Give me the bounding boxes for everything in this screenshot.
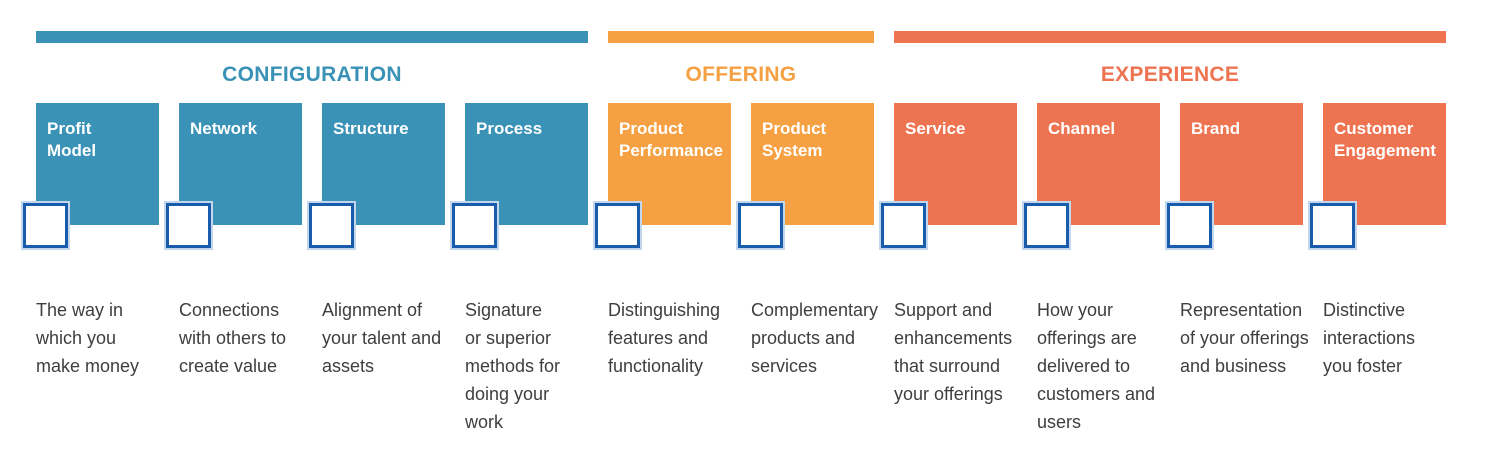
innovation-type: Structure Alignment of your talent and a… bbox=[309, 103, 445, 436]
innovation-type: Product System Complementary products an… bbox=[738, 103, 878, 380]
innovation-type-checkbox[interactable] bbox=[23, 203, 68, 248]
category-tiles: Product Performance Distinguishing featu… bbox=[595, 103, 878, 380]
innovation-type-description: Signature or superior methods for doing … bbox=[465, 300, 561, 432]
category-tiles: Service Support and enhancements that su… bbox=[881, 103, 1446, 436]
innovation-type-checkbox[interactable] bbox=[595, 203, 640, 248]
innovation-type-description: Support and enhancements that surround y… bbox=[894, 300, 1013, 404]
innovation-type-label: Customer Engagement bbox=[1334, 119, 1437, 160]
innovation-type-description: Distinctive interactions you foster bbox=[1323, 300, 1416, 376]
innovation-type: Network Connections with others to creat… bbox=[166, 103, 302, 436]
category-title: OFFERING bbox=[685, 63, 797, 86]
innovation-type-tile: Network bbox=[179, 103, 302, 225]
category-group-offering: OFFERING Product Performance Distinguish… bbox=[595, 31, 878, 436]
innovation-type-checkbox[interactable] bbox=[1024, 203, 1069, 248]
innovation-type-description: Alignment of your talent and assets bbox=[322, 300, 442, 376]
category-title: EXPERIENCE bbox=[1100, 63, 1240, 86]
innovation-type: Brand Representation of your offerings a… bbox=[1167, 103, 1309, 436]
innovation-type-description: How your offerings are delivered to cust… bbox=[1037, 300, 1156, 432]
innovation-type-checkbox[interactable] bbox=[881, 203, 926, 248]
category-bar bbox=[608, 31, 874, 43]
innovation-type-label: Product System bbox=[762, 119, 827, 160]
innovation-type-label: Product Performance bbox=[619, 119, 723, 160]
innovation-type: Service Support and enhancements that su… bbox=[881, 103, 1017, 436]
category-groups: CONFIGURATION Profit Model The way in wh… bbox=[23, 31, 1446, 436]
innovation-type-checkbox[interactable] bbox=[309, 203, 354, 248]
innovation-type-description: The way in which you make money bbox=[36, 300, 140, 376]
innovation-type-description: Distinguishing features and functionalit… bbox=[608, 300, 721, 376]
innovation-type-checkbox[interactable] bbox=[1310, 203, 1355, 248]
innovation-type: Customer Engagement Distinctive interact… bbox=[1310, 103, 1446, 436]
innovation-type: Profit Model The way in which you make m… bbox=[23, 103, 159, 436]
category-title: CONFIGURATION bbox=[222, 63, 402, 86]
innovation-type-label: Brand bbox=[1191, 119, 1241, 138]
innovation-type-label: Network bbox=[190, 119, 258, 138]
innovation-type-label: Service bbox=[905, 119, 966, 138]
innovation-type-description: Representation of your offerings and bus… bbox=[1180, 300, 1309, 376]
innovation-type: Channel How your offerings are delivered… bbox=[1024, 103, 1160, 436]
innovation-type-description: Complementary products and services bbox=[751, 300, 879, 376]
category-tiles: Profit Model The way in which you make m… bbox=[23, 103, 588, 436]
innovation-type-description: Connections with others to create value bbox=[179, 300, 287, 376]
category-bar bbox=[36, 31, 588, 43]
innovation-type-label: Channel bbox=[1048, 119, 1116, 138]
innovation-type-label: Profit Model bbox=[47, 119, 97, 160]
innovation-type-checkbox[interactable] bbox=[1167, 203, 1212, 248]
innovation-type: Process Signature or superior methods fo… bbox=[452, 103, 588, 436]
category-bar bbox=[894, 31, 1446, 43]
innovation-type-label: Structure bbox=[333, 119, 409, 138]
innovation-type: Product Performance Distinguishing featu… bbox=[595, 103, 731, 380]
innovation-type-checkbox[interactable] bbox=[166, 203, 211, 248]
category-group-experience: EXPERIENCE Service Support and enhanceme… bbox=[881, 31, 1446, 436]
category-group-configuration: CONFIGURATION Profit Model The way in wh… bbox=[23, 31, 588, 436]
innovation-type-checkbox[interactable] bbox=[452, 203, 497, 248]
innovation-type-label: Process bbox=[476, 119, 543, 138]
innovation-type-checkbox[interactable] bbox=[738, 203, 783, 248]
